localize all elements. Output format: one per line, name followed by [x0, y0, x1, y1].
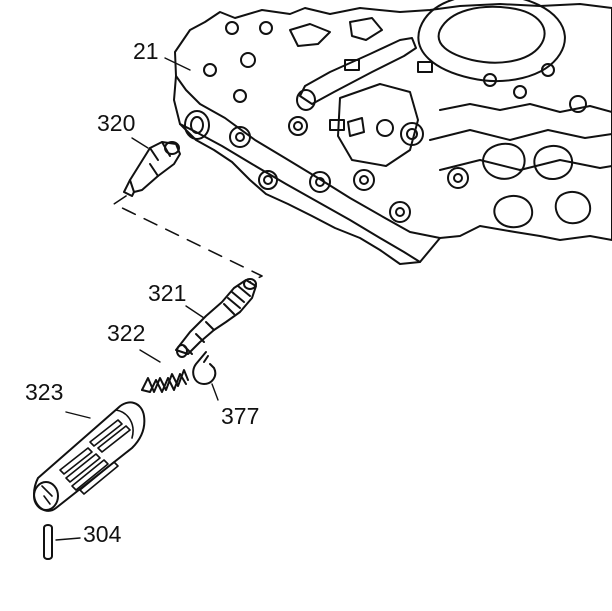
fitting-bore: [184, 110, 210, 140]
bolt-holes: [203, 21, 587, 223]
clip-illustration: [192, 351, 217, 385]
callout-323-sleeve: 323: [25, 379, 64, 405]
fitting-illustration: [123, 141, 181, 197]
callout-377-clip: 377: [221, 403, 260, 429]
callout-21-valve-body: 21: [133, 38, 159, 64]
valve-bores: [429, 103, 612, 171]
valve-body-face-edge: [175, 75, 441, 239]
callout-321-valve: 321: [148, 280, 187, 306]
valve-body-lower-edge: [179, 123, 421, 263]
valve-illustration: [175, 278, 257, 358]
sleeve-illustration: [33, 401, 146, 512]
spring-illustration: [141, 369, 189, 393]
exploded-path-line: [113, 195, 263, 285]
callout-322-spring: 322: [107, 320, 146, 346]
pin-illustration: [43, 524, 53, 560]
callout-320-fitting: 320: [97, 110, 136, 136]
body-boss: [337, 83, 419, 167]
valve-body-illustration: [173, 0, 612, 265]
leader-lines: [55, 57, 219, 541]
accumulator-ring: [417, 0, 566, 82]
callout-304-pin: 304: [83, 521, 122, 547]
